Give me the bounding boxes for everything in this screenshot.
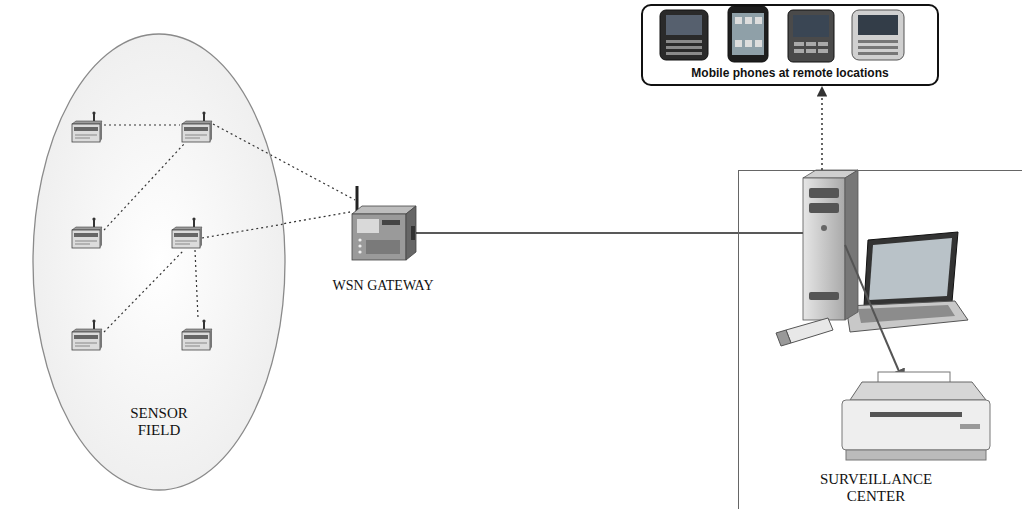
laptop-screen [864, 232, 958, 306]
print-arrow [845, 245, 904, 383]
phone-keys [818, 49, 828, 53]
sensor-node-icon [72, 111, 102, 142]
box-label: Mobile phones at remote locations [691, 66, 888, 80]
drive-bay [809, 188, 839, 198]
printer-button [960, 424, 980, 429]
phone-keys [858, 46, 898, 49]
sensor-node-icon [72, 319, 102, 350]
phone-app-icon [735, 40, 742, 47]
gateway-node: WSN GATEWAY [350, 186, 416, 264]
wireless-link [104, 250, 184, 332]
drive-bay [809, 203, 839, 213]
gateway-panel [382, 220, 400, 225]
region-outline [33, 34, 285, 490]
gateway-device [352, 206, 416, 214]
mobile-phone-icon [852, 10, 904, 60]
field-ground [33, 34, 285, 490]
wireless-link [202, 224, 284, 238]
box-label: SURVEILLANCE CENTER [806, 471, 946, 506]
network-cable [738, 232, 803, 234]
sensor-node-icon [72, 217, 102, 248]
wireless-link [104, 144, 184, 230]
phone-keys [806, 42, 816, 46]
phone-keys [666, 40, 702, 55]
phone-keys [858, 52, 898, 55]
printer-slot [870, 412, 962, 417]
phone-keys [794, 42, 804, 46]
wireless-link [213, 124, 355, 200]
phone-screen [666, 15, 702, 35]
phone-keys [858, 40, 898, 55]
phone-screen [793, 15, 829, 37]
usb-stick [786, 318, 833, 343]
server-tower [845, 170, 858, 320]
network-cable [416, 232, 738, 234]
gateway-led [358, 244, 361, 247]
phone-app-icon [755, 17, 762, 24]
laptop-screen [869, 238, 952, 300]
phone-app-icon [745, 17, 752, 24]
usb-stick [776, 330, 791, 346]
printer-base [846, 450, 986, 460]
phone-keys [858, 40, 898, 43]
sensor-node-icon [182, 319, 212, 350]
sensor-node-icon [72, 111, 212, 350]
phone-screen [732, 13, 764, 55]
server-tower [803, 178, 845, 320]
usb-stick [776, 318, 833, 346]
mobile-phone-icon [660, 6, 904, 62]
gateway-device [406, 206, 416, 260]
phone-keys [666, 40, 702, 43]
gateway-panel [357, 219, 379, 233]
phone-keys [818, 42, 828, 46]
phone-app-icon [735, 17, 762, 47]
gateway-device [352, 214, 406, 260]
mobile-phone-icon [660, 10, 708, 60]
gateway-label: WSN GATEWAY [333, 278, 434, 294]
phone-app-icon [745, 40, 752, 47]
gateway-led [358, 250, 361, 253]
gateway-device [352, 186, 416, 260]
sensor-node-icon [172, 217, 202, 248]
phone-screen [858, 15, 898, 35]
printer-icon [842, 400, 990, 450]
printer-icon [842, 372, 990, 460]
phone-app-icon [755, 40, 762, 47]
sensor-node-icon [182, 111, 212, 142]
power-button [821, 225, 827, 231]
laptop-base [846, 301, 968, 332]
phone-keys [806, 49, 816, 53]
mobile-phone-icon [788, 10, 834, 62]
server-tower [803, 170, 858, 320]
sensor-field-region: SENSOR FIELD [32, 33, 286, 491]
region-label: SENSOR FIELD [109, 405, 209, 440]
surveillance-center-box: SURVEILLANCE CENTER [738, 170, 1022, 509]
printer-icon [850, 382, 986, 400]
phone-app-icon [735, 17, 742, 24]
remote-phones-box: Mobile phones at remote locations [641, 4, 939, 86]
wireless-link [195, 250, 198, 318]
phone-keys [794, 42, 828, 53]
wireless-link [104, 124, 180, 125]
wireless-link [104, 124, 355, 332]
drive-bay [809, 292, 839, 300]
phone-keys [666, 46, 702, 49]
laptop-icon [846, 232, 968, 332]
phone-keys [666, 52, 702, 55]
gateway-panel [366, 240, 400, 254]
wireless-link [284, 212, 350, 224]
wireless-link [821, 86, 823, 170]
gateway-led [358, 238, 361, 241]
mobile-phone-icon [728, 6, 768, 62]
gateway-port [411, 226, 415, 240]
phone-keys [794, 49, 804, 53]
